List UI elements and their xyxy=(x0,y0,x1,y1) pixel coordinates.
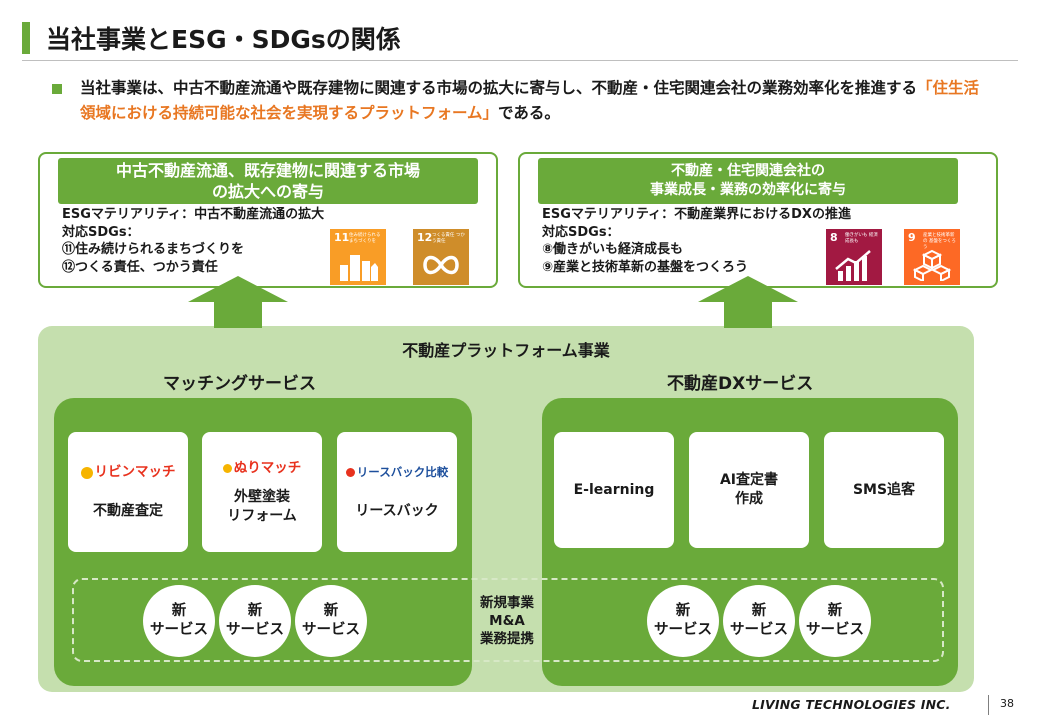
service-label: SMS追客 xyxy=(852,481,916,498)
paint-brush-icon xyxy=(222,463,232,473)
service-label: AI査定書 作成 xyxy=(719,472,779,507)
footer-divider xyxy=(988,695,989,715)
leaseback-logo: リースバック比較 xyxy=(345,463,449,482)
sdg-caption: 住み続けられる まちづくりを xyxy=(349,233,381,244)
new-services-area xyxy=(72,578,944,662)
sdg-11-badge: 11 住み続けられる まちづくりを xyxy=(330,229,386,285)
sdg-caption: 働きがいも 経済成長も xyxy=(845,233,878,244)
platform-title: 不動産プラットフォーム事業 xyxy=(402,341,610,360)
logo-text: リースバック比較 xyxy=(356,465,449,479)
city-icon xyxy=(340,255,378,281)
new-service-label: 新 サービス xyxy=(806,603,864,638)
logo-text: リビンマッチ xyxy=(94,464,176,480)
sdg-number: 9 xyxy=(908,231,916,244)
new-service-label: 新 サービス xyxy=(150,603,208,638)
materiality-text: ESGマテリアリティ：中古不動産流通の拡大 対応SDGs： ⑪住み続けられるまち… xyxy=(62,206,324,276)
sdg-item: ⑪住み続けられるまちづくりを xyxy=(62,242,245,257)
heading-line: の拡大への寄与 xyxy=(211,182,324,201)
service-card-ai-appraisal[interactable]: AI査定書 作成 xyxy=(689,432,809,548)
sdg-number: 8 xyxy=(830,231,838,244)
sdg-item: ⑧働きがいも経済成長も xyxy=(542,242,684,257)
new-service-label: 新 サービス xyxy=(730,603,788,638)
new-service-circle: 新 サービス xyxy=(799,585,871,657)
livin-match-mark-icon xyxy=(80,466,93,479)
company-logo: LIVING TECHNOLOGIES INC. xyxy=(752,697,951,712)
new-service-circle: 新 サービス xyxy=(295,585,367,657)
sdg-item: ⑫つくる責任、つかう責任 xyxy=(62,259,218,275)
growth-chart-icon xyxy=(835,250,871,281)
new-service-label: 新 サービス xyxy=(226,603,284,638)
up-arrow-icon xyxy=(188,276,288,328)
new-service-circle: 新 サービス xyxy=(647,585,719,657)
title-accent-bar xyxy=(22,22,30,54)
service-card-leaseback[interactable]: リースバック比較 リースバック xyxy=(337,432,457,552)
sdg-caption: つくる責任 つかう責任 xyxy=(432,233,465,244)
sdg-item: ⑨産業と技術革新の基盤をつくろう xyxy=(542,259,749,275)
service-card-livin-match[interactable]: リビンマッチ 不動産査定 xyxy=(68,432,188,552)
sdgs-label: 対応SDGs： xyxy=(542,224,620,240)
new-service-circle: 新 サービス xyxy=(143,585,215,657)
title-divider xyxy=(22,60,1018,61)
new-service-label: 新 サービス xyxy=(654,603,712,638)
intro-text: 当社事業は、中古不動産流通や既存建物に関連する市場の拡大に寄与し、不動産・住宅関… xyxy=(80,76,980,126)
sdg-number: 11 xyxy=(334,231,350,244)
service-card-sms-follow-up[interactable]: SMS追客 xyxy=(824,432,944,548)
sdgs-label: 対応SDGs： xyxy=(62,224,140,240)
service-card-e-learning[interactable]: E-learning xyxy=(554,432,674,548)
service-label: リースバック xyxy=(355,503,439,519)
up-arrow-icon xyxy=(698,276,798,328)
dx-contribution-heading: 不動産・住宅関連会社の 事業成長・業務の効率化に寄与 xyxy=(538,158,958,204)
intro-text-end: である。 xyxy=(498,104,560,122)
market-contribution-box: 中古不動産流通、既存建物に関連する市場 の拡大への寄与 ESGマテリアリティ：中… xyxy=(38,152,498,288)
dx-contribution-box: 不動産・住宅関連会社の 事業成長・業務の効率化に寄与 ESGマテリアリティ：不動… xyxy=(518,152,998,288)
nuri-match-logo: ぬりマッチ xyxy=(222,459,302,478)
cubes-icon xyxy=(912,249,952,281)
new-service-label: 新 サービス xyxy=(302,603,360,638)
heading-line: 中古不動産流通、既存建物に関連する市場 xyxy=(115,161,420,180)
page-number: 38 xyxy=(1000,697,1014,710)
service-label: E-learning xyxy=(573,481,655,498)
dx-services-title: 不動産DXサービス xyxy=(667,374,814,394)
new-service-circle: 新 サービス xyxy=(219,585,291,657)
materiality-line: ESGマテリアリティ：不動産業界におけるDXの推進 xyxy=(542,207,851,222)
sdg-8-badge: 8 働きがいも 経済成長も xyxy=(826,229,882,285)
service-card-nuri-match[interactable]: ぬりマッチ 外壁塗装 リフォーム xyxy=(202,432,322,552)
intro-highlight: 「住生活領域における持続可能な社会を実現するプラットフォーム」 xyxy=(80,79,980,122)
matching-services-title: マッチングサービス xyxy=(163,374,316,394)
page-title: 当社事業とESG・SDGsの関係 xyxy=(46,25,401,54)
materiality-line: ESGマテリアリティ：中古不動産流通の拡大 xyxy=(62,207,325,222)
sdg-12-badge: 12 つくる責任 つかう責任 xyxy=(413,229,469,285)
heading-line: 不動産・住宅関連会社の xyxy=(671,163,825,179)
new-business-label: 新規事業 M&A 業務提携 xyxy=(480,595,534,647)
logo-text: ぬりマッチ xyxy=(233,459,302,476)
infinity-icon xyxy=(423,255,459,275)
service-label: 不動産査定 xyxy=(93,503,163,519)
new-service-circle: 新 サービス xyxy=(723,585,795,657)
sdg-9-badge: 9 産業と技術革新の 基盤をつくろう xyxy=(904,229,960,285)
market-contribution-heading: 中古不動産流通、既存建物に関連する市場 の拡大への寄与 xyxy=(58,158,478,204)
service-label: 外壁塗装 リフォーム xyxy=(227,488,297,524)
bullet-square-icon xyxy=(52,84,62,94)
materiality-text: ESGマテリアリティ：不動産業界におけるDXの推進 対応SDGs： ⑧働きがいも… xyxy=(542,206,851,276)
sdg-number: 12 xyxy=(417,231,433,244)
leaseback-mark-icon xyxy=(345,468,355,477)
sdg-caption: 産業と技術革新の 基盤をつくろう xyxy=(923,233,956,250)
heading-line: 事業成長・業務の効率化に寄与 xyxy=(650,182,846,198)
livin-match-logo: リビンマッチ xyxy=(80,463,176,482)
intro-text-main: 当社事業は、中古不動産流通や既存建物に関連する市場の拡大に寄与し、不動産・住宅関… xyxy=(80,79,918,97)
